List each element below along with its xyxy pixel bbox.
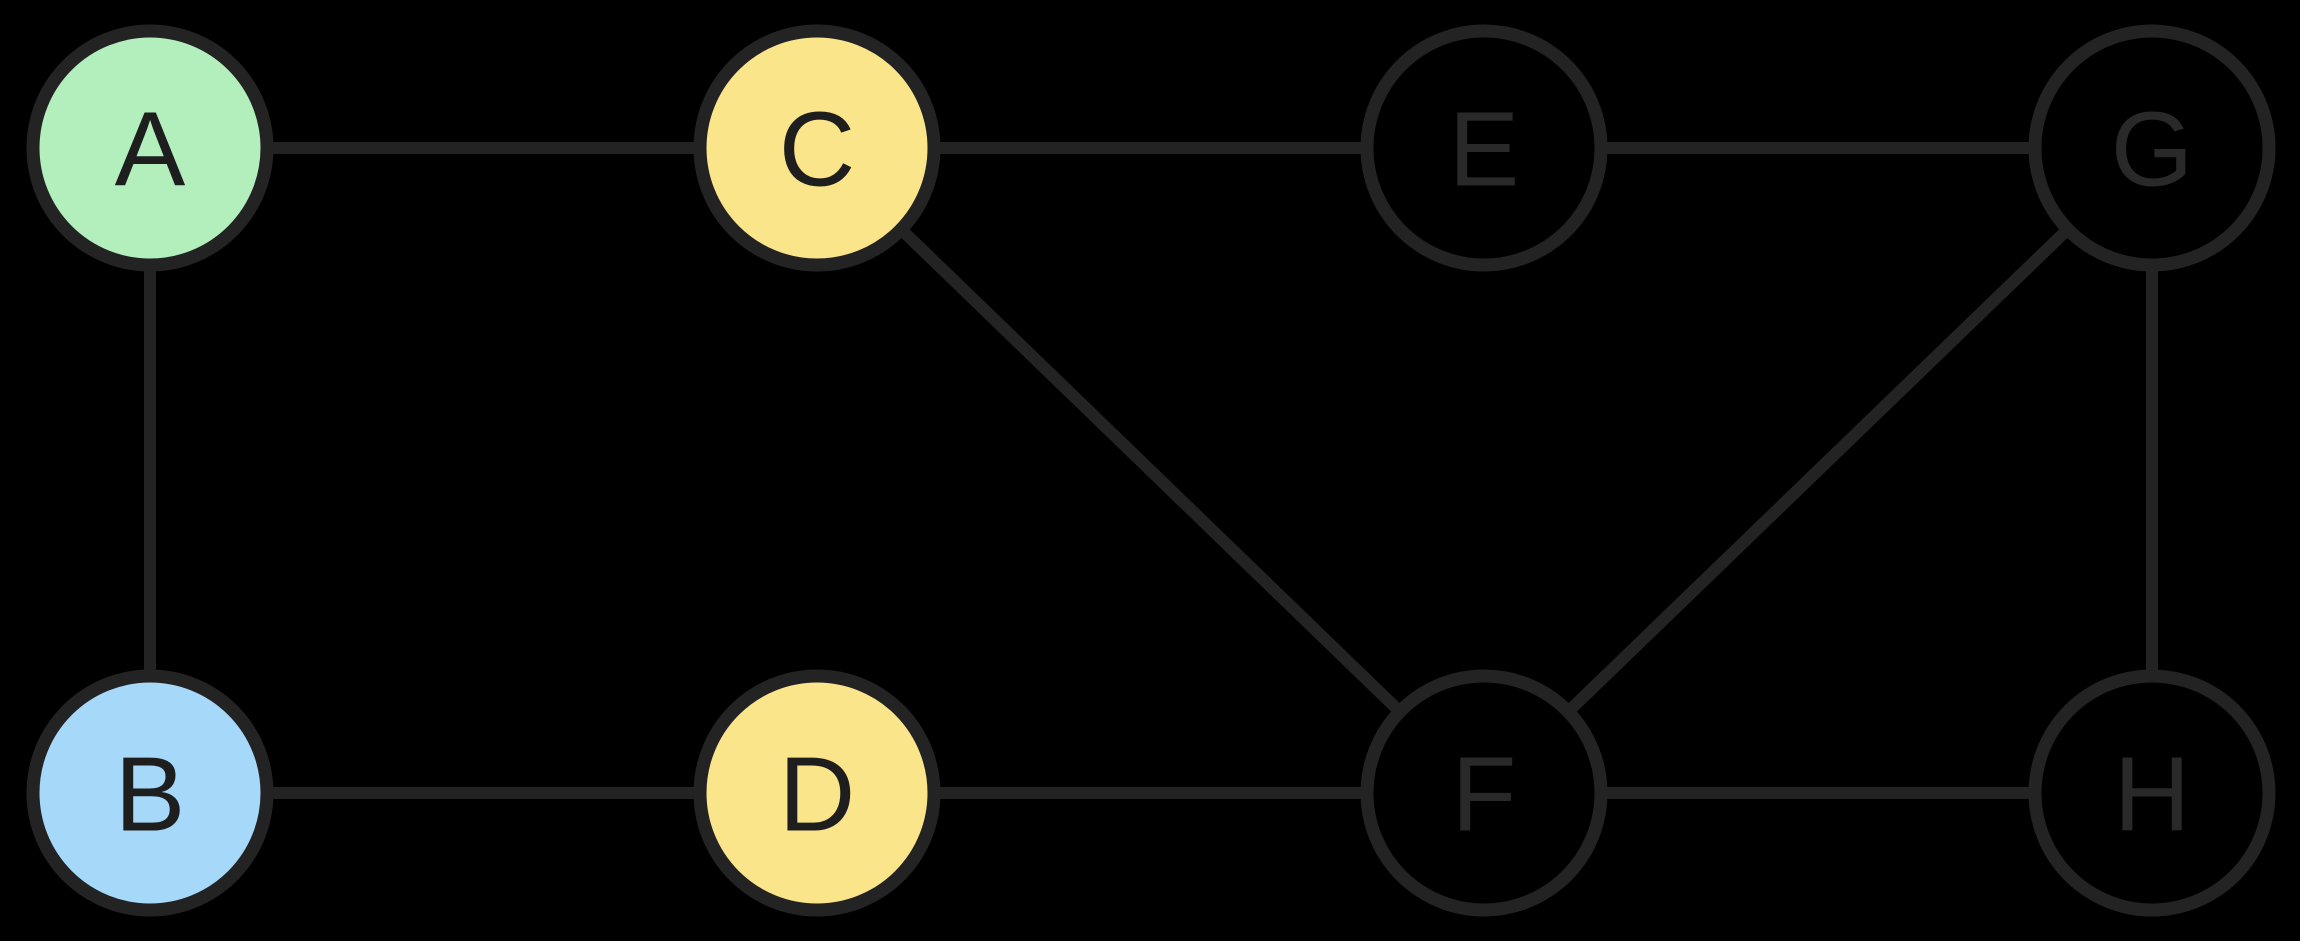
node-H: H bbox=[2028, 669, 2276, 917]
node-D: D bbox=[693, 669, 941, 917]
node-B: B bbox=[26, 669, 274, 917]
node-circle-C bbox=[693, 24, 941, 272]
node-circle-B bbox=[26, 669, 274, 917]
node-circle-D bbox=[693, 669, 941, 917]
node-circle-H bbox=[2028, 669, 2276, 917]
node-circle-E bbox=[1360, 24, 1608, 272]
node-G: G bbox=[2028, 24, 2276, 272]
node-circle-A bbox=[26, 24, 274, 272]
edge-C-F bbox=[811, 142, 1490, 799]
node-circle-G bbox=[2028, 24, 2276, 272]
node-C: C bbox=[693, 24, 941, 272]
node-E: E bbox=[1360, 24, 1608, 272]
node-A: A bbox=[26, 24, 274, 272]
edge-F-G bbox=[1478, 142, 2158, 799]
node-F: F bbox=[1360, 669, 1608, 917]
node-circle-F bbox=[1360, 669, 1608, 917]
